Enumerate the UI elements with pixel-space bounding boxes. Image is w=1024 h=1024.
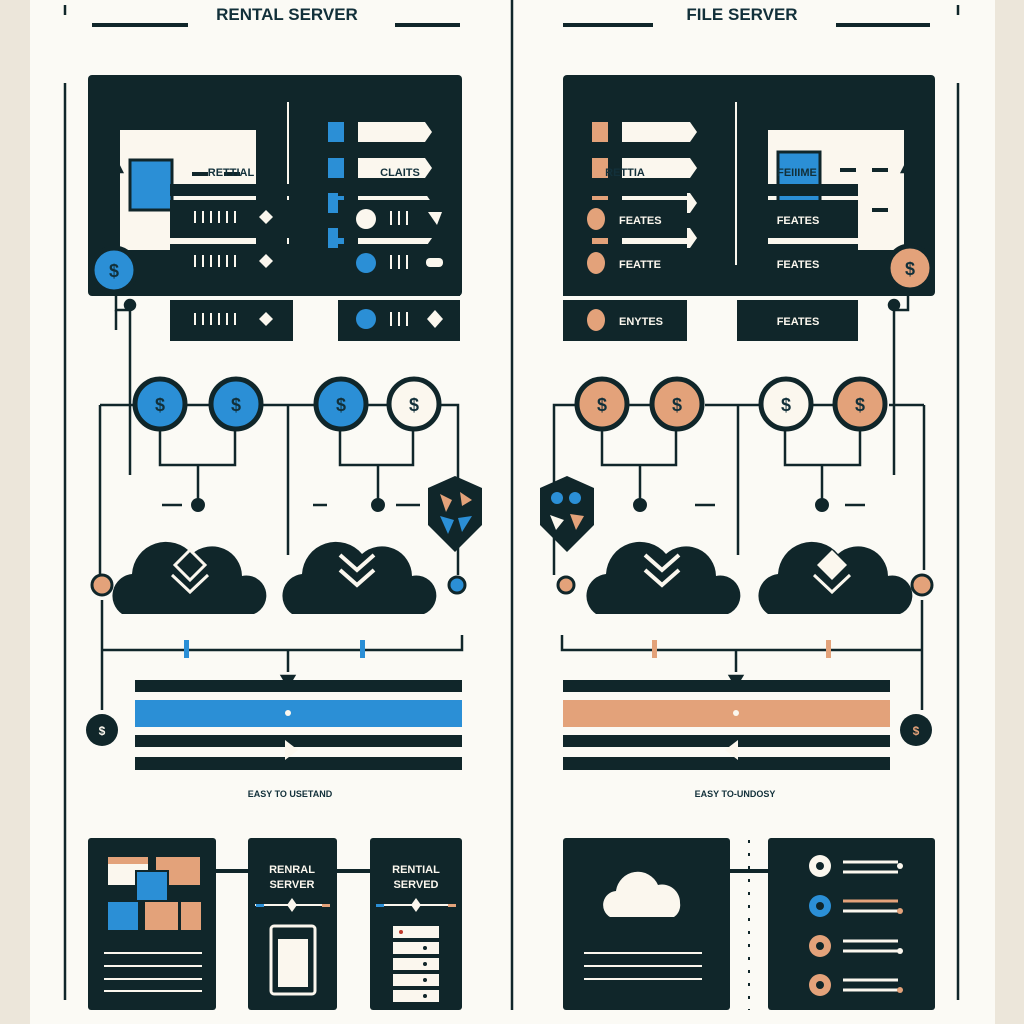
option-row <box>809 974 903 996</box>
option-row <box>809 935 903 957</box>
dollar-coin: $ <box>758 376 814 432</box>
svg-text:$: $ <box>781 395 791 415</box>
right-caption: EASY TO-UNDOSY <box>695 789 776 799</box>
right-server-stack-2: FEATES FEATES FEATES <box>737 184 858 341</box>
svg-text:SERVED: SERVED <box>393 879 438 891</box>
marker-icon <box>652 640 657 658</box>
left-title: RENTAL SERVER <box>216 5 358 24</box>
side-coin-right: $ <box>885 243 935 293</box>
svg-text:$: $ <box>913 724 920 738</box>
status-dot <box>356 209 376 229</box>
cloud-card <box>563 838 730 1010</box>
right-col1-heading: RETTIA <box>605 167 645 179</box>
node-dot <box>910 573 934 597</box>
cloud-icon <box>586 541 741 614</box>
frame-lines <box>63 0 960 1010</box>
svg-text:$: $ <box>855 395 865 415</box>
option-row <box>809 855 903 877</box>
svg-text:$: $ <box>231 395 241 415</box>
node-dot <box>447 575 467 595</box>
svg-text:$: $ <box>155 395 165 415</box>
flag-icon <box>128 158 174 212</box>
svg-text:$: $ <box>109 261 119 281</box>
marker-icon <box>826 640 831 658</box>
shield-icon <box>540 476 594 552</box>
cloud-icon <box>112 541 267 614</box>
dollar-coin: $ <box>386 376 442 432</box>
left-col1-heading: RETTIAL <box>208 167 255 179</box>
left-caption: EASY TO USETAND <box>248 789 333 799</box>
left-server-stack-1 <box>170 184 293 341</box>
right-title: FILE SERVER <box>686 5 797 24</box>
small-coin: $ <box>900 714 932 746</box>
svg-text:RENRAL: RENRAL <box>269 864 315 876</box>
svg-text:RENTIAL: RENTIAL <box>392 864 440 876</box>
dollar-coin: $ <box>313 376 369 432</box>
svg-text:$: $ <box>672 395 682 415</box>
right-col2-heading: FEIIIME <box>777 167 817 179</box>
shield-icon <box>428 476 482 552</box>
svg-text:$: $ <box>905 259 915 279</box>
svg-text:SERVER: SERVER <box>269 879 314 891</box>
blue-bar <box>135 700 462 727</box>
option-row <box>809 895 903 917</box>
feature-label: FEATTE <box>619 259 661 271</box>
dollar-coin: $ <box>574 376 630 432</box>
svg-text:$: $ <box>597 395 607 415</box>
left-title-group: RENTAL SERVER <box>92 5 460 27</box>
node-dot <box>90 573 114 597</box>
right-progress-bars <box>563 680 890 770</box>
left-progress-bars <box>135 680 462 770</box>
junction-dots <box>191 498 829 512</box>
feature-label: FEATES <box>777 215 820 227</box>
svg-text:$: $ <box>99 724 106 738</box>
feature-label: ENYTES <box>619 316 663 328</box>
node-dot <box>556 575 576 595</box>
small-coin: $ <box>86 714 118 746</box>
right-server-stack-1: FEATES FEATTE ENYTES <box>563 184 687 341</box>
server-rack-icon <box>393 926 439 1002</box>
marker-icon <box>360 640 365 658</box>
rental-server-card: RENRAL SERVER <box>248 838 337 1010</box>
dollar-coin: $ <box>649 376 705 432</box>
svg-text:$: $ <box>336 395 346 415</box>
dollar-coin: $ <box>832 376 888 432</box>
connector-lines <box>98 157 926 710</box>
left-server-stack-2 <box>338 184 460 341</box>
boxes-card <box>88 838 216 1010</box>
side-coin-left: $ <box>89 245 139 295</box>
device-icon <box>269 924 317 996</box>
status-dot <box>356 253 376 273</box>
cloud-icon <box>603 871 681 917</box>
cloud-icon <box>282 541 437 614</box>
feature-label: FEATES <box>777 316 820 328</box>
left-col2-heading: CLAITS <box>380 167 420 179</box>
options-card <box>768 838 935 1010</box>
svg-text:$: $ <box>409 395 419 415</box>
rental-served-card: RENTIAL SERVED <box>370 838 462 1010</box>
feature-label: FEATES <box>619 215 662 227</box>
orange-bar <box>563 700 890 727</box>
marker-icon <box>184 640 189 658</box>
status-dot <box>356 309 376 329</box>
dollar-coin: $ <box>132 376 188 432</box>
right-title-group: FILE SERVER <box>563 5 930 27</box>
cloud-icon <box>758 541 913 614</box>
dollar-coin: $ <box>208 376 264 432</box>
feature-label: FEATES <box>777 259 820 271</box>
